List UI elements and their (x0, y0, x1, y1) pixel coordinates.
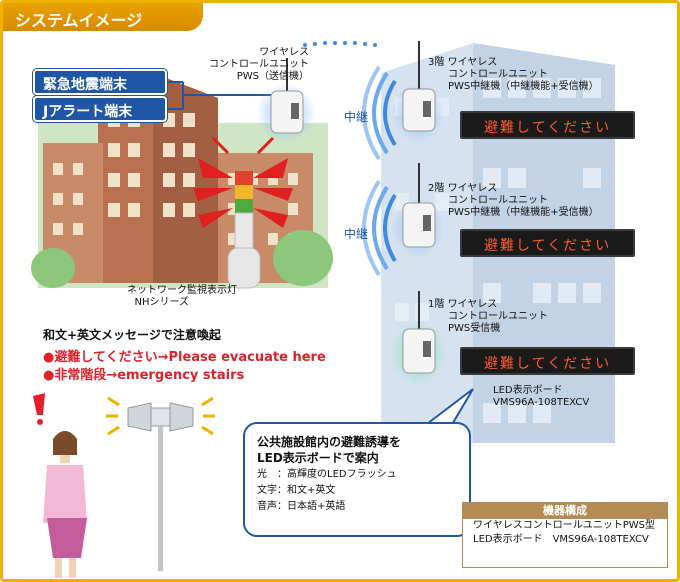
equipment-line2: LED表示ボード VMS96A-108TEXCV (473, 534, 649, 545)
transmitter-label-line1: ワイヤレス (259, 47, 309, 58)
page-title: システムイメージ (3, 3, 203, 31)
woman-figure-icon (43, 431, 87, 578)
floor3-unit (362, 41, 444, 161)
floor2-unit (362, 163, 444, 277)
led-board-label-line2: VMS96A-108TEXCV (493, 397, 590, 408)
floor2-led-board: 避難してください (460, 229, 635, 257)
transmitter-label-line3: PWS（送信機） (236, 71, 309, 82)
speaker-icon (106, 396, 215, 571)
transmitter-unit (256, 58, 316, 143)
transmitter-label-line2: コントロールユニット (209, 59, 309, 70)
floor2-line3: PWS中継機（中継機能+受信機） (448, 207, 599, 218)
floor2-relay-label: 中継 (344, 227, 369, 241)
equipment-box: 機器構成 ワイヤレスコントロールユニットPWS型 LED表示ボード VMS96A… (462, 502, 668, 568)
message-line-evacuate: ●避難してください→Please evacuate here (43, 350, 326, 365)
floor2-number: 2階 (428, 183, 445, 194)
equipment-line1: ワイヤレスコントロールユニットPWS型 (473, 520, 655, 531)
tower-light-label-line1: ネットワーク監視表示灯 (127, 285, 237, 296)
floor2-led-text: 避難してください (484, 238, 612, 254)
radio-wave-icon (303, 41, 377, 47)
floor1-number: 1階 (428, 299, 445, 310)
floor3-led-text: 避難してください (484, 120, 612, 136)
floor1-line2: コントロールユニット (448, 311, 548, 322)
tower-light (193, 136, 293, 289)
callout-spec-light: 光 ：高輝度のLEDフラッシュ (257, 469, 397, 480)
callout-spec-voice: 音声：日本語+英語 (257, 501, 346, 512)
floor3-line3: PWS中継機（中継機能+受信機） (448, 81, 599, 92)
floor3-relay-label: 中継 (344, 110, 369, 124)
message-title: 和文+英文メッセージで注意喚起 (43, 328, 221, 342)
floor1-line3: PWS受信機 (448, 323, 501, 334)
floor1-line1: ワイヤレス (447, 299, 498, 310)
floor1-led-text: 避難してください (484, 356, 612, 372)
led-board-label-line1: LED表示ボード (493, 385, 563, 396)
exclamation-icon (33, 393, 45, 425)
floor2-line2: コントロールユニット (448, 195, 548, 206)
floor1-led-board: 避難してください (460, 347, 635, 375)
message-line-stairs: ●非常階段→emergency stairs (43, 368, 245, 383)
floor1-unit (390, 291, 446, 385)
tower-light-label: ネットワーク監視表示灯 NHシリーズ (127, 285, 237, 309)
scene-illustration (31, 41, 615, 578)
floor3-led-board: 避難してください (460, 111, 635, 139)
floor3-line1: ワイヤレス (447, 57, 498, 68)
earthquake-terminal: 緊急地震端末 (33, 69, 167, 95)
floor2-line1: ワイヤレス (447, 183, 498, 194)
callout-head-line1: 公共施設館内の避難誘導を (257, 435, 402, 449)
terminal-connector (167, 81, 271, 110)
led-board-label: LED表示ボード VMS96A-108TEXCV (493, 385, 589, 409)
transmitter-label: ワイヤレス コントロールユニット PWS（送信機） (209, 47, 309, 83)
floor3-number: 3階 (428, 57, 445, 68)
callout-spec-text: 文字：和文+英文 (257, 485, 336, 496)
tower-light-label-line2: NHシリーズ (134, 297, 190, 308)
equipment-title: 機器構成 (463, 503, 667, 519)
floor3-label: 3階 ワイヤレス コントロールユニット PWS中継機（中継機能+受信機） (428, 57, 599, 93)
callout-head-line2: LED表示ボードで案内 (257, 451, 379, 465)
j-alert-terminal: Jアラート端末 (33, 96, 167, 122)
floor2-label: 2階 ワイヤレス コントロールユニット PWS中継機（中継機能+受信機） (428, 183, 599, 219)
floor1-label: 1階 ワイヤレス コントロールユニット PWS受信機 (428, 299, 548, 335)
callout-box: 公共施設館内の避難誘導を LED表示ボードで案内 光 ：高輝度のLEDフラッシュ… (243, 422, 471, 537)
floor3-line2: コントロールユニット (448, 69, 548, 80)
